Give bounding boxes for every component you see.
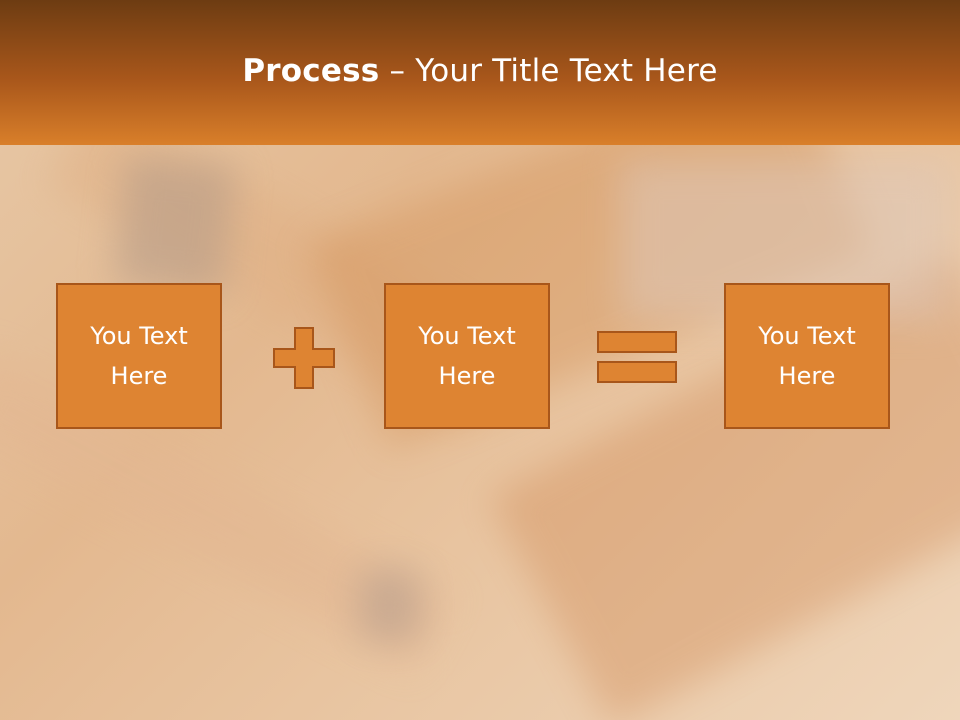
process-step-1[interactable]: You Text Here [56,283,222,429]
slide-title-bold: Process [242,52,380,89]
title-bar: Process – Your Title Text Here [0,0,960,145]
background-texture [360,570,420,640]
plus-icon [273,327,335,389]
slide-title: Process – Your Title Text Here [242,53,717,89]
process-step-label: You Text Here [758,322,856,390]
equals-icon [597,331,677,383]
process-step-label: You Text Here [418,322,516,390]
process-step-label: You Text Here [90,322,188,390]
slide-title-rest: – Your Title Text Here [379,52,718,89]
process-step-2[interactable]: You Text Here [384,283,550,429]
process-step-3[interactable]: You Text Here [724,283,890,429]
background-texture [113,154,237,296]
